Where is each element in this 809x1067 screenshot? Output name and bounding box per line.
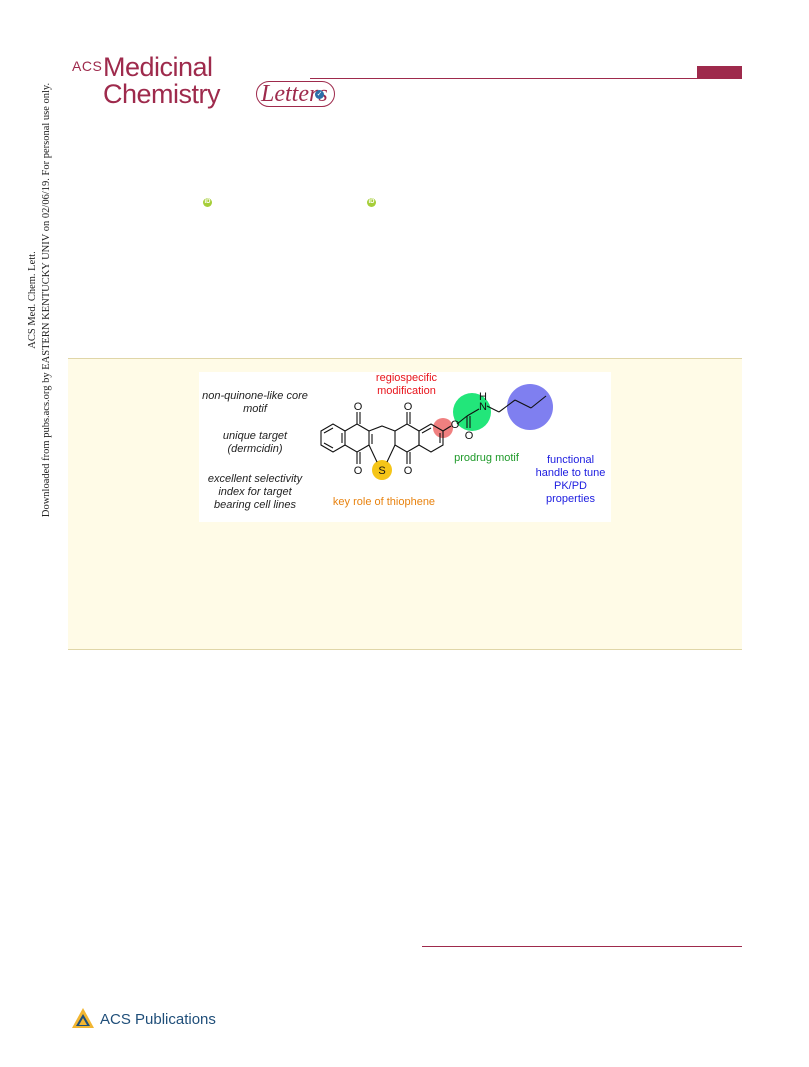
prodrug-highlight-circle (453, 393, 491, 431)
orcid-icon[interactable]: iD (203, 198, 212, 207)
label-selectivity: excellent selectivity index for target b… (207, 473, 303, 511)
atom-hydrogen: H (479, 391, 487, 403)
acs-publications-icon (72, 1008, 94, 1028)
checkmark-badge-icon: ✓ (315, 90, 324, 99)
label-prodrug: prodrug motif (454, 452, 519, 464)
label-core-motif: non-quinone-like core motif (202, 390, 308, 415)
label-regiospecific: regiospecific modification (375, 372, 438, 397)
header-rule (310, 78, 742, 79)
citation-line: ACS Med. Chem. Lett. (27, 251, 38, 349)
header-accent-block (697, 66, 742, 79)
publisher-name: ACS Publications (100, 1011, 216, 1028)
orcid-icon[interactable]: iD (367, 198, 376, 207)
label-thiophene: key role of thiophene (332, 496, 436, 508)
footnote-rule (422, 946, 742, 947)
journal-logo-acs: ACS (72, 58, 103, 74)
journal-logo-chemistry: Chemistry (103, 79, 221, 109)
atom-nitrogen: N (479, 401, 487, 413)
chemical-structure: O O O O S O O N H (320, 384, 553, 480)
journal-logo: ACS Medicinal Chemistry Letters ✓ (72, 52, 342, 112)
label-functional-handle: functional handle to tune PK/PD properti… (535, 454, 606, 505)
publisher-logo: ACS Publications (70, 1006, 216, 1034)
atom-oxygen: O (451, 419, 460, 431)
atom-oxygen: O (465, 430, 474, 442)
download-notice: ACS Med. Chem. Lett. Downloaded from pub… (26, 70, 54, 530)
label-unique-target: unique target (dermcidin) (222, 430, 288, 455)
download-line: Downloaded from pubs.acs.org by EASTERN … (41, 82, 52, 518)
atom-oxygen: O (404, 401, 413, 413)
atom-oxygen: O (354, 465, 363, 477)
sulfur-highlight-circle (372, 460, 392, 480)
journal-logo-medicinal: Medicinal (103, 52, 213, 82)
structure-bonds (320, 395, 547, 464)
atom-sulfur: S (378, 465, 385, 477)
ester-highlight-circle (433, 418, 453, 438)
atom-oxygen: O (354, 401, 363, 413)
toc-graphic: non-quinone-like core motif unique targe… (199, 372, 611, 522)
atom-oxygen: O (404, 465, 413, 477)
